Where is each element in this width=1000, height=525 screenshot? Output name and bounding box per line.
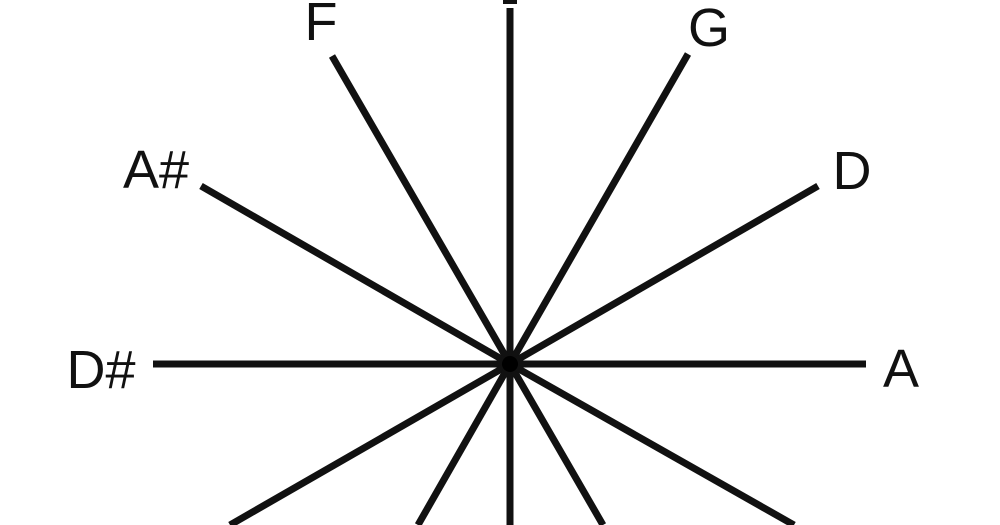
spoke-bottom-far-right xyxy=(508,360,796,525)
spoke-bottom-far-left xyxy=(228,360,512,525)
note-label-d-sharp: D# xyxy=(66,340,135,400)
note-label-a: A xyxy=(883,339,919,399)
spoke-bottom-right xyxy=(506,362,607,525)
note-label-d: D xyxy=(833,141,872,201)
note-label-a-sharp: A# xyxy=(123,140,189,200)
spoke-bottom-left xyxy=(414,362,514,525)
spoke-g xyxy=(506,52,692,366)
center-hub xyxy=(502,356,518,372)
note-label-g: G xyxy=(688,0,730,58)
top-label-fragment xyxy=(503,0,517,4)
spoke-a-sharp xyxy=(199,182,512,368)
spoke-d xyxy=(508,182,820,368)
note-label-f: F xyxy=(305,0,338,52)
spoke-f xyxy=(328,54,514,366)
